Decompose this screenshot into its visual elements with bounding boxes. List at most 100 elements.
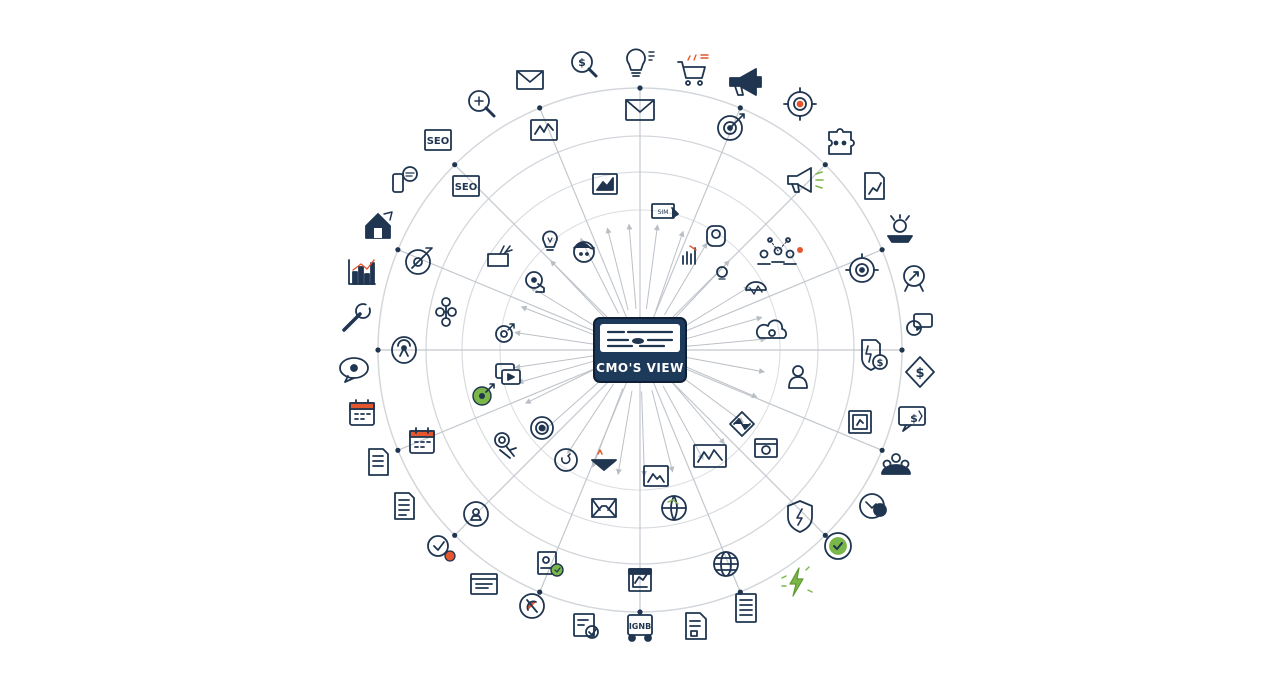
svg-text:$: $	[877, 358, 884, 369]
hub-screen	[600, 324, 680, 352]
graph-icon	[682, 245, 697, 265]
arrows	[514, 223, 767, 477]
arrow	[580, 237, 619, 314]
junction-dot	[452, 162, 458, 168]
dollar-chat-icon: $	[898, 406, 926, 432]
arrow	[517, 360, 596, 385]
award-icon	[887, 214, 913, 243]
globe-icon	[713, 551, 739, 577]
arrow	[682, 365, 758, 398]
chat-sim-icon: SIM	[651, 203, 679, 219]
svg-text:$: $	[910, 412, 918, 425]
icon-layer: $	[339, 48, 935, 642]
lightbulb-icon	[626, 48, 655, 77]
green-target-icon	[472, 383, 495, 406]
arrow	[670, 380, 725, 445]
arrow	[672, 260, 730, 322]
chart-frame-icon-mid	[628, 568, 652, 592]
chat-bubbles-icon	[906, 313, 933, 336]
lightbulb-icon-inner	[542, 230, 558, 251]
email-icon	[516, 70, 544, 90]
junction-dot	[537, 589, 543, 595]
junction-dot	[737, 105, 743, 111]
arrow	[514, 330, 595, 345]
shopping-cart-icon	[677, 54, 709, 86]
puzzle-icon	[828, 128, 855, 155]
target-gear-icon	[494, 432, 517, 459]
email-icon-mid	[625, 99, 655, 121]
shield-dollar-icon: $	[861, 339, 888, 371]
arrow	[663, 242, 708, 316]
arrow	[645, 224, 660, 310]
checklist-icon	[427, 535, 456, 562]
arrow	[524, 367, 599, 404]
house-chart-icon	[365, 211, 393, 239]
svg-text:$: $	[578, 56, 586, 69]
calendar-icon-mid	[409, 427, 435, 454]
phone-chat-icon	[392, 166, 418, 193]
junction-dot	[822, 532, 828, 538]
document-icon-2	[368, 448, 389, 476]
image-icon	[592, 173, 618, 195]
arrow	[679, 286, 750, 330]
image-icon-inner	[643, 465, 669, 487]
circle-arrow-icon	[554, 448, 578, 472]
seo-icon-mid: SEO	[452, 175, 480, 197]
magnifier-icon	[468, 90, 496, 118]
shield-icon	[787, 500, 813, 533]
arrow	[567, 383, 615, 455]
arrow	[684, 315, 763, 340]
network-icon	[859, 493, 887, 519]
chat-graph-icon	[463, 501, 489, 527]
video-icon	[754, 438, 778, 458]
spoke	[639, 107, 741, 351]
document-chart-icon-2	[685, 612, 707, 640]
arrow	[550, 260, 608, 322]
spoke	[539, 349, 641, 593]
junction-dot	[452, 532, 458, 538]
idea-people-icon	[706, 225, 726, 247]
line-chart-icon	[530, 119, 558, 141]
lightning-icon	[781, 566, 813, 597]
hand-icon	[537, 551, 564, 577]
svg-text:$: $	[915, 366, 924, 381]
magnifier-dollar-icon: $	[571, 51, 598, 78]
seo-label-outer: SEO	[427, 136, 450, 147]
junction-dots	[375, 85, 905, 615]
spoke	[539, 107, 641, 351]
arrow	[542, 376, 606, 432]
triangle-fire-icon	[591, 449, 617, 471]
video-chat-icon	[495, 363, 521, 385]
disc-icon	[405, 247, 433, 275]
arrow	[514, 355, 595, 370]
bar-chart-icon	[348, 259, 376, 285]
chat-icon	[339, 357, 369, 383]
junction-dot	[395, 447, 401, 453]
rocket-small-icon	[716, 266, 728, 280]
network-group-icon	[573, 613, 599, 639]
people-network-icon	[757, 237, 803, 265]
arrow	[651, 389, 675, 473]
junction-dot	[537, 105, 543, 111]
junction-dot	[637, 85, 643, 91]
megaphone-icon	[729, 68, 762, 96]
seo-label-inner: SEO	[455, 182, 478, 193]
document-icon	[735, 593, 757, 623]
wave-icon	[745, 281, 767, 295]
strategy-target-icon	[845, 253, 879, 283]
line-chart-icon-inner	[693, 444, 727, 468]
junction-dot	[879, 447, 885, 453]
arrow	[626, 223, 637, 309]
arrow	[677, 373, 745, 423]
chart-frame-icon	[848, 410, 872, 434]
junction-dot	[822, 162, 828, 168]
arrow	[615, 390, 633, 476]
document-gear-icon: IGNB	[627, 614, 653, 642]
clock-check-icon	[824, 532, 852, 560]
gear-node-icon	[391, 336, 417, 364]
hub-title: CMO'S VIEW	[596, 361, 684, 375]
palette-icon	[525, 271, 545, 293]
cloud-icon	[755, 319, 787, 339]
tag-label: IGNB	[629, 622, 651, 631]
